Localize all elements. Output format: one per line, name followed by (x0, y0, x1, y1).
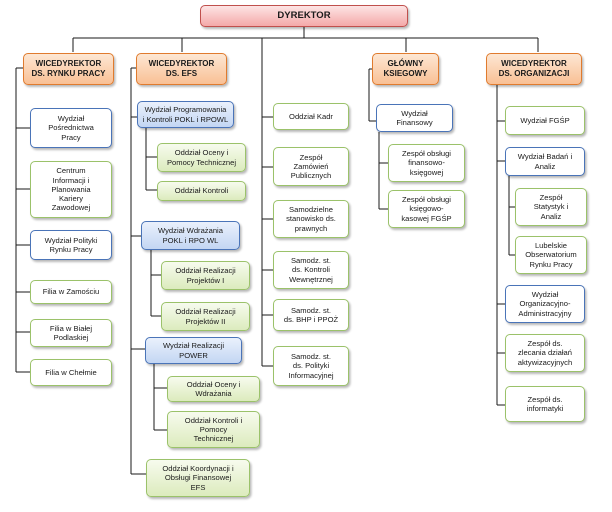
unit-labor-market-observatory: Lubelskie Obserwatorium Rynku Pracy (515, 236, 587, 274)
unit-fgsp-accounting-team: Zespół obsługi księgowo- kasowej FGŚP (388, 190, 465, 228)
unit-financial-accounting-team: Zespół obsługi finansowo- księgowej (388, 144, 465, 182)
unit-organization-administration: Wydział Organizacyjno- Administracyjny (505, 285, 585, 323)
unit-internal-control: Samodz. st. ds. Kontroli Wewnętrznej (273, 251, 349, 289)
unit-legal: Samodzielne stanowisko ds. prawnych (273, 200, 349, 238)
deputy-director-organization-box: WICEDYREKTOR DS. ORGANIZACJI (486, 53, 582, 85)
unit-project-realization-1: Oddział Realizacji Projektów I (161, 261, 250, 290)
unit-statistics-team: Zespół Statystyk i Analiz (515, 188, 587, 226)
chief-accountant-box: GŁÓWNY KSIEGOWY (372, 53, 439, 85)
unit-hr: Oddział Kadr (273, 103, 349, 130)
unit-control-technical-assistance: Oddział Kontroli i Pomocy Technicznej (167, 411, 260, 448)
unit-activation-commissioning: Zespół ds. zlecania działań aktywizacyjn… (505, 334, 585, 372)
unit-power-realization: Wydział Realizacji POWER (145, 337, 242, 364)
unit-labor-market-policy: Wydział Polityki Rynku Pracy (30, 230, 112, 260)
unit-implementation: Wydział Wdrażania POKL i RPO WL (141, 221, 240, 250)
unit-programming-control: Wydział Programowania i Kontroli POKL i … (137, 101, 234, 128)
unit-evaluation-implementation: Oddział Oceny i Wdrażania (167, 376, 260, 402)
unit-employment-agency: Wydział Pośrednictwa Pracy (30, 108, 112, 148)
deputy-director-efs-box: WICEDYREKTOR DS. EFS (136, 53, 227, 85)
unit-bhp: Samodz. st. ds. BHP i PPOŻ (273, 299, 349, 331)
unit-branch-biala: Filia w Białej Podlaskiej (30, 319, 112, 347)
unit-branch-chelm: Filia w Chełmie (30, 359, 112, 386)
deputy-director-labor-market-box: WICEDYREKTOR DS. RYNKU PRACY (23, 53, 114, 85)
unit-evaluation-technical-assistance: Oddział Oceny i Pomocy Technicznej (157, 143, 246, 172)
unit-career-planning-center: Centrum Informacji i Planowania Kariery … (30, 161, 112, 218)
unit-project-realization-2: Oddział Realizacji Projektów II (161, 302, 250, 331)
unit-fgsp: Wydział FGŚP (505, 106, 585, 135)
unit-information-policy: Samodz. st. ds. Polityki Informacyjnej (273, 346, 349, 386)
unit-branch-zamosc: Filia w Zamościu (30, 280, 112, 304)
unit-control: Oddział Kontroli (157, 181, 246, 201)
unit-research-analysis: Wydział Badań i Analiz (505, 147, 585, 176)
director-box: DYREKTOR (200, 5, 408, 27)
unit-public-procurement: Zespół Zamówień Publicznych (273, 147, 349, 186)
unit-it: Zespół ds. informatyki (505, 386, 585, 422)
unit-coordination-financial: Oddział Koordynacji i Obsługi Finansowej… (146, 459, 250, 497)
unit-finance: Wydział Finansowy (376, 104, 453, 132)
